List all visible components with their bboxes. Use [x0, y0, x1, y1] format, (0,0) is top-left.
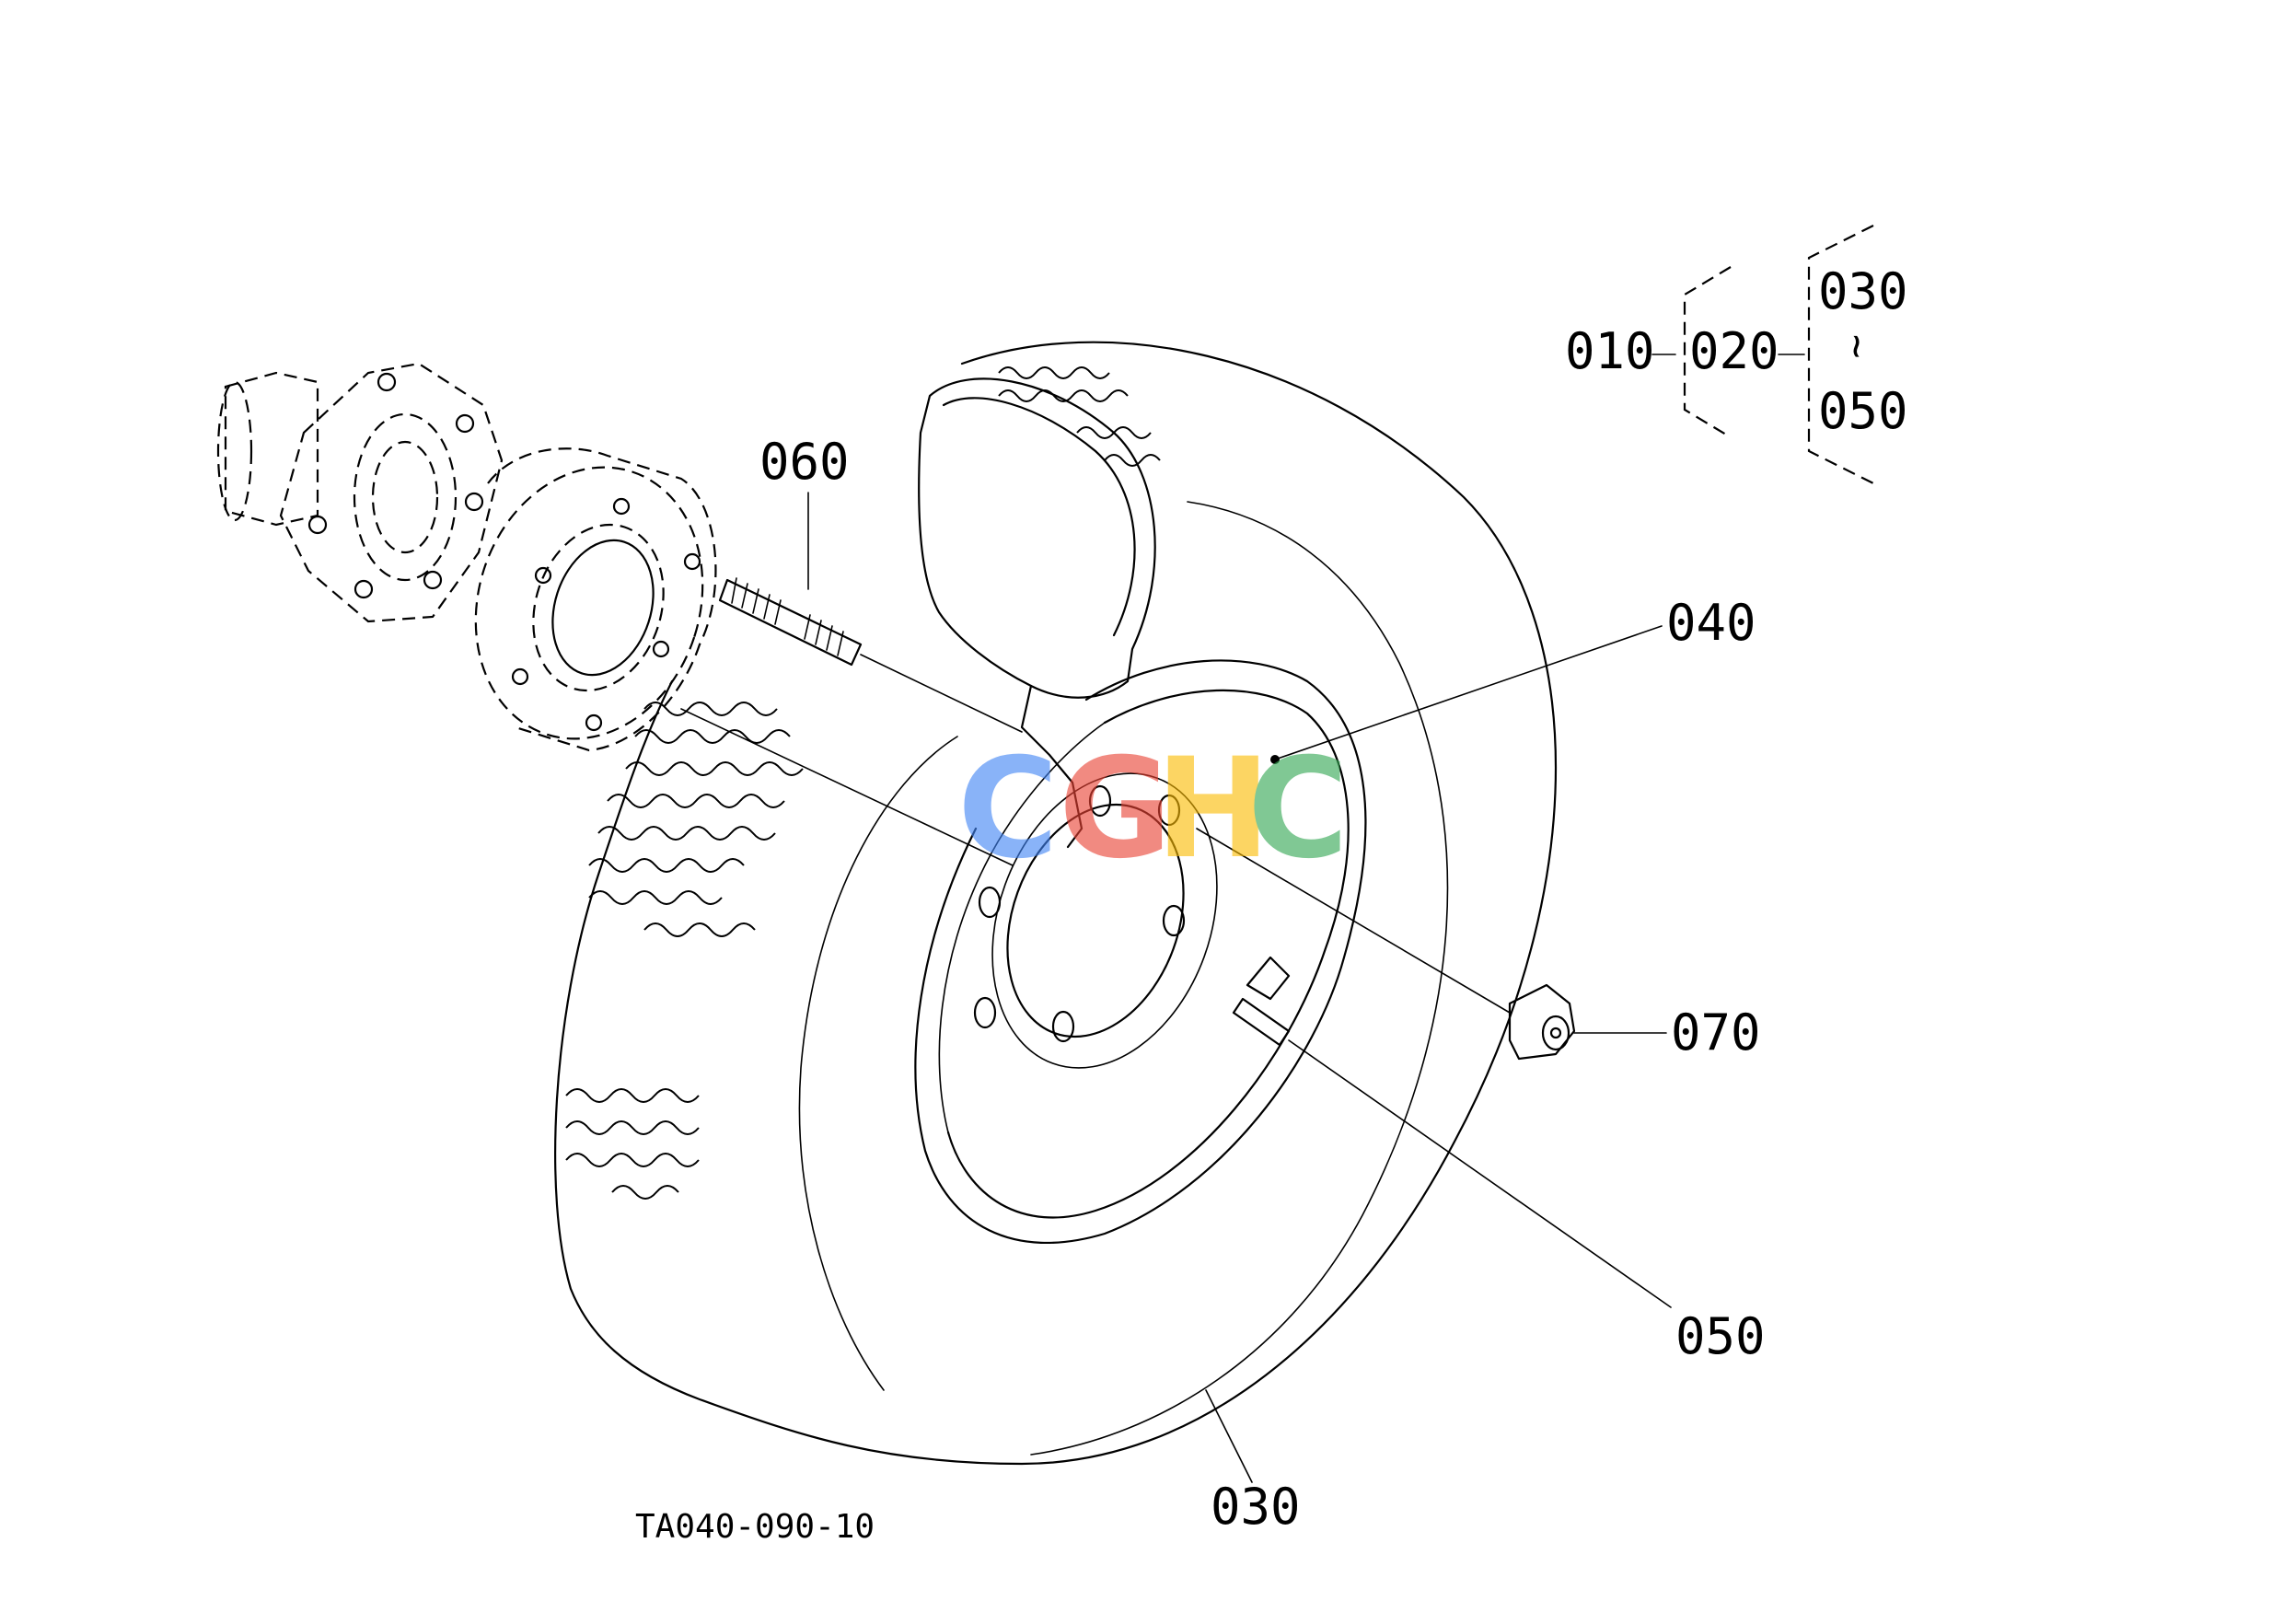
hub-assembly — [216, 362, 504, 623]
hierarchy-mid: 020 — [1689, 322, 1779, 380]
hierarchy-bottom: 050 — [1818, 382, 1908, 440]
watermark-letter-2: G — [1059, 729, 1172, 889]
watermark-letter-3: H — [1155, 729, 1271, 889]
wheel-nut — [1196, 828, 1576, 1061]
hierarchy-range-mark: ~ — [1834, 334, 1881, 359]
callout-labels: 060 040 070 050 030 — [759, 433, 1766, 1536]
leader-dot-040 — [1270, 755, 1280, 764]
spacer-ring — [474, 447, 717, 752]
hierarchy-top: 030 — [1818, 262, 1908, 320]
drawing-code: TA040-090-10 — [635, 1508, 875, 1546]
leader-050 — [1288, 1039, 1672, 1308]
watermark-letter-4: C — [1247, 729, 1349, 889]
watermark-letter-1: C — [957, 729, 1059, 889]
leader-040 — [1274, 625, 1663, 760]
callout-070: 070 — [1671, 1003, 1761, 1061]
callout-050: 050 — [1675, 1307, 1766, 1365]
part-hierarchy: 010 020 030 ~ 050 — [1565, 225, 1908, 484]
stud-bolt — [718, 577, 1023, 733]
watermark: C G H C — [957, 729, 1349, 889]
callout-040: 040 — [1666, 594, 1756, 652]
hierarchy-root: 010 — [1565, 322, 1655, 380]
tire — [554, 341, 1557, 1466]
tread-pattern — [565, 366, 1161, 1200]
callout-030: 030 — [1211, 1478, 1301, 1536]
leader-030 — [1205, 1389, 1253, 1483]
callout-060: 060 — [759, 433, 850, 491]
leader-lines — [807, 492, 1672, 1483]
